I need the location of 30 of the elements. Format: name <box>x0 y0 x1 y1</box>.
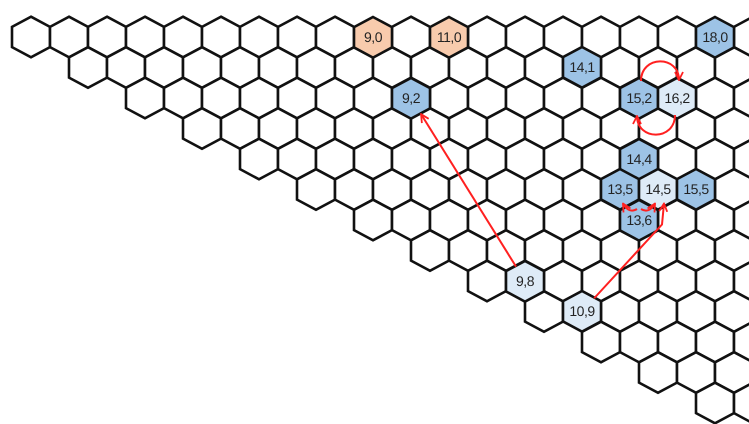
hex-cell <box>563 47 601 88</box>
hex-cell <box>696 16 734 58</box>
hex-label: 10,9 <box>569 304 595 318</box>
arrow <box>640 60 683 82</box>
arrow <box>622 202 638 214</box>
hex-cell <box>620 78 658 118</box>
hex-label: 18,0 <box>702 30 728 44</box>
hex-cell <box>354 16 392 58</box>
hex-cell <box>392 78 430 118</box>
hex-label: 14,5 <box>645 182 671 196</box>
hex-cell <box>430 16 468 58</box>
hex-label: 11,0 <box>436 30 462 44</box>
hex-cell <box>620 200 658 240</box>
hex-label: 13,6 <box>626 212 652 227</box>
hex-label: 9,0 <box>364 30 382 44</box>
arrow <box>640 202 656 214</box>
arrow <box>593 202 668 299</box>
hex-label: 14,4 <box>626 152 652 166</box>
hex-cell <box>677 169 715 210</box>
hex-label: 15,2 <box>626 90 652 105</box>
arrow <box>633 114 676 136</box>
hex-cell <box>658 78 696 118</box>
hex-label: 9,2 <box>402 90 420 105</box>
hex-label: 9,8 <box>516 274 534 288</box>
hex-label: 15,5 <box>683 182 709 196</box>
hex-cell <box>506 260 544 302</box>
hex-label: 14,1 <box>569 60 595 74</box>
hex-label: 13,5 <box>607 182 633 196</box>
hex-cell <box>563 291 601 332</box>
hex-label: 16,2 <box>664 90 690 105</box>
